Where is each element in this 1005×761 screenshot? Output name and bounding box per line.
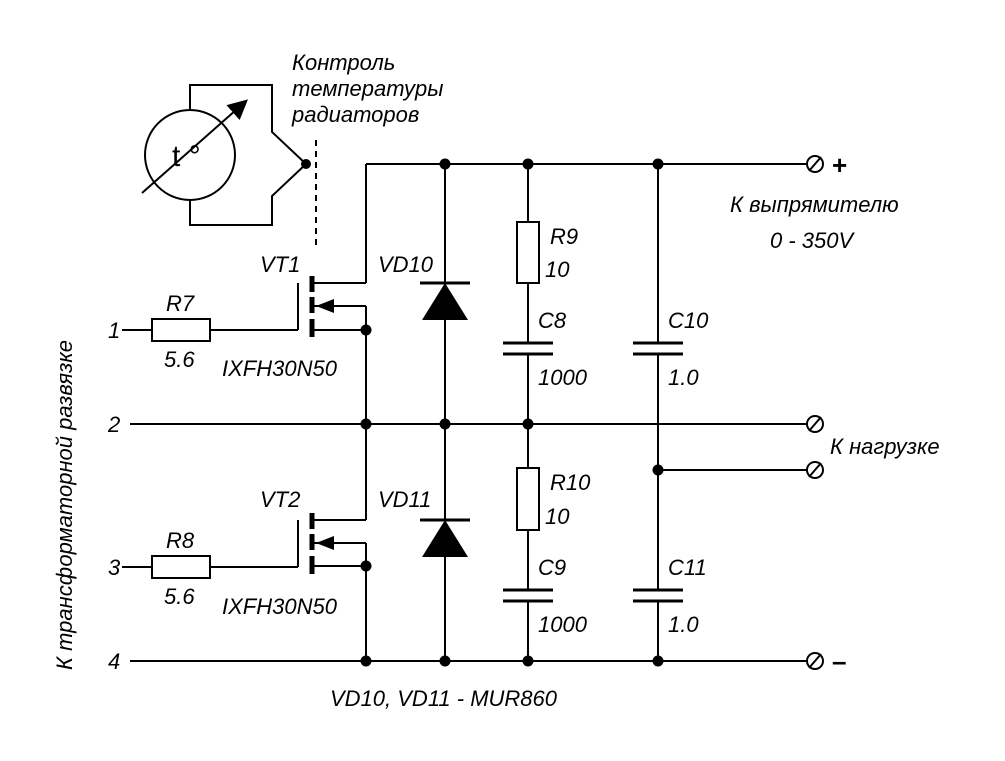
terminal-plus bbox=[806, 155, 824, 173]
terminal-minus bbox=[806, 652, 824, 670]
terminal-load-1 bbox=[806, 415, 824, 433]
sensor-junction-dot bbox=[301, 159, 311, 169]
vt2-part-label: IXFH30N50 bbox=[222, 594, 338, 619]
c10-label: C10 bbox=[668, 308, 709, 333]
c11-label: C11 bbox=[668, 555, 707, 580]
r8-label: R8 bbox=[166, 528, 195, 553]
r7-label: R7 bbox=[166, 291, 195, 316]
vt1-part-label: IXFH30N50 bbox=[222, 356, 338, 381]
temp-title-line-3: радиаторов bbox=[291, 102, 419, 127]
load-label: К нагрузке bbox=[830, 434, 940, 459]
rectifier-label-line-2: 0 - 350V bbox=[770, 228, 855, 253]
r8-value: 5.6 bbox=[164, 584, 195, 609]
junction-dots bbox=[360, 158, 664, 667]
r7-resistor bbox=[151, 318, 211, 342]
vt1-mosfet bbox=[297, 276, 367, 337]
temperature-sensor bbox=[141, 84, 317, 248]
c11-capacitor bbox=[633, 588, 683, 603]
diode-part-note: VD10, VD11 - MUR860 bbox=[330, 686, 558, 711]
r8-resistor bbox=[151, 555, 211, 579]
pin-3-label: 3 bbox=[108, 555, 121, 580]
r10-value: 10 bbox=[545, 504, 570, 529]
plus-sign: + bbox=[832, 150, 847, 180]
c9-label: C9 bbox=[538, 555, 566, 580]
r10-label: R10 bbox=[550, 470, 591, 495]
vd10-label: VD10 bbox=[378, 252, 434, 277]
vd11-label: VD11 bbox=[378, 487, 431, 512]
left-vertical-label: К трансформаторной развязке bbox=[52, 340, 77, 670]
terminal-load-2 bbox=[806, 461, 824, 479]
r9-value: 10 bbox=[545, 257, 570, 282]
c9-capacitor bbox=[503, 588, 553, 603]
c8-label: C8 bbox=[538, 308, 567, 333]
pin-2-label: 2 bbox=[107, 412, 120, 437]
c9-value: 1000 bbox=[538, 612, 588, 637]
temp-title-line-1: Контроль bbox=[292, 50, 395, 75]
vt1-label: VT1 bbox=[260, 252, 300, 277]
rectifier-label-line-1: К выпрямителю bbox=[730, 192, 899, 217]
r9-resistor bbox=[516, 221, 540, 284]
c10-value: 1.0 bbox=[668, 365, 699, 390]
c8-value: 1000 bbox=[538, 365, 588, 390]
vd11-diode bbox=[420, 518, 470, 557]
r7-value: 5.6 bbox=[164, 347, 195, 372]
c11-value: 1.0 bbox=[668, 612, 699, 637]
vd10-diode bbox=[420, 281, 470, 320]
vt2-label: VT2 bbox=[260, 487, 300, 512]
vt2-mosfet bbox=[297, 513, 367, 574]
temp-title-line-2: температуры bbox=[292, 76, 443, 101]
temp-symbol: t ° bbox=[172, 140, 201, 173]
pin-4-label: 4 bbox=[108, 649, 120, 674]
c8-capacitor bbox=[503, 341, 553, 356]
minus-sign: – bbox=[832, 646, 846, 676]
pin-1-label: 1 bbox=[108, 318, 120, 343]
r9-label: R9 bbox=[550, 224, 578, 249]
c10-capacitor bbox=[633, 341, 683, 356]
r10-resistor bbox=[516, 467, 540, 531]
